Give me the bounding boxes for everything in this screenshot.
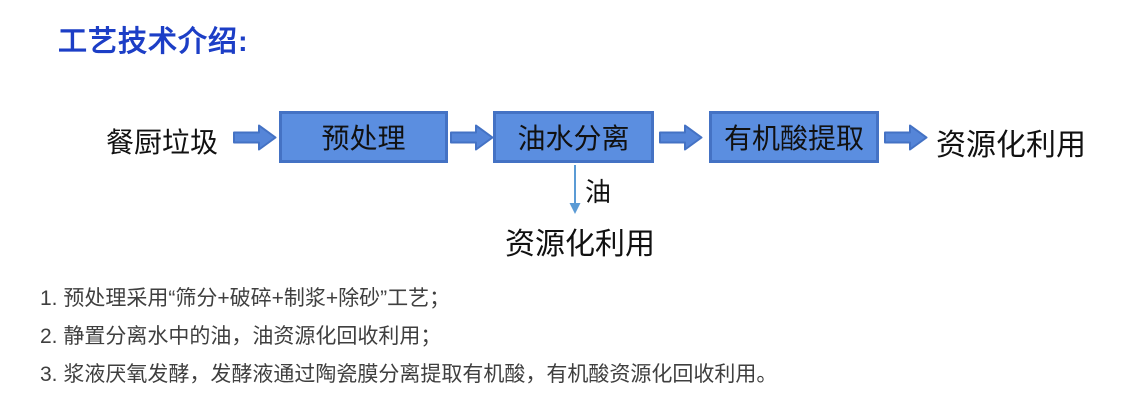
note-line-3: 3. 浆液厌氧发酵，发酵液通过陶瓷膜分离提取有机酸，有机酸资源化回收利用。 xyxy=(40,363,778,386)
right-block-arrow-icon xyxy=(233,124,277,151)
flow-box-organic-acid-extraction: 有机酸提取 xyxy=(709,111,879,163)
notes-list: 1. 预处理采用“筛分+破碎+制浆+除砂”工艺； 2. 静置分离水中的油，油资源… xyxy=(40,280,777,394)
flow-end-label: 资源化利用 xyxy=(936,129,1086,162)
page-title: 工艺技术介绍: xyxy=(58,26,249,58)
flow-box-label: 有机酸提取 xyxy=(723,123,864,154)
right-block-arrow-icon xyxy=(450,124,494,151)
flow-box-pretreatment: 预处理 xyxy=(279,111,448,163)
note-line-2: 2. 静置分离水中的油，油资源化回收利用； xyxy=(40,325,442,348)
note-line-1: 1. 预处理采用“筛分+破碎+制浆+除砂”工艺； xyxy=(40,287,451,310)
flow-box-label: 预处理 xyxy=(321,123,406,154)
flow-source-label: 餐厨垃圾 xyxy=(106,127,219,158)
branch-arrow-label: 油 xyxy=(585,177,612,207)
right-block-arrow-icon xyxy=(659,124,703,151)
right-block-arrow-icon xyxy=(884,124,928,151)
flow-box-oil-water-separation: 油水分离 xyxy=(493,111,654,163)
branch-target-label: 资源化利用 xyxy=(505,228,655,261)
down-arrow-icon xyxy=(569,165,581,214)
flow-box-label: 油水分离 xyxy=(517,123,630,154)
